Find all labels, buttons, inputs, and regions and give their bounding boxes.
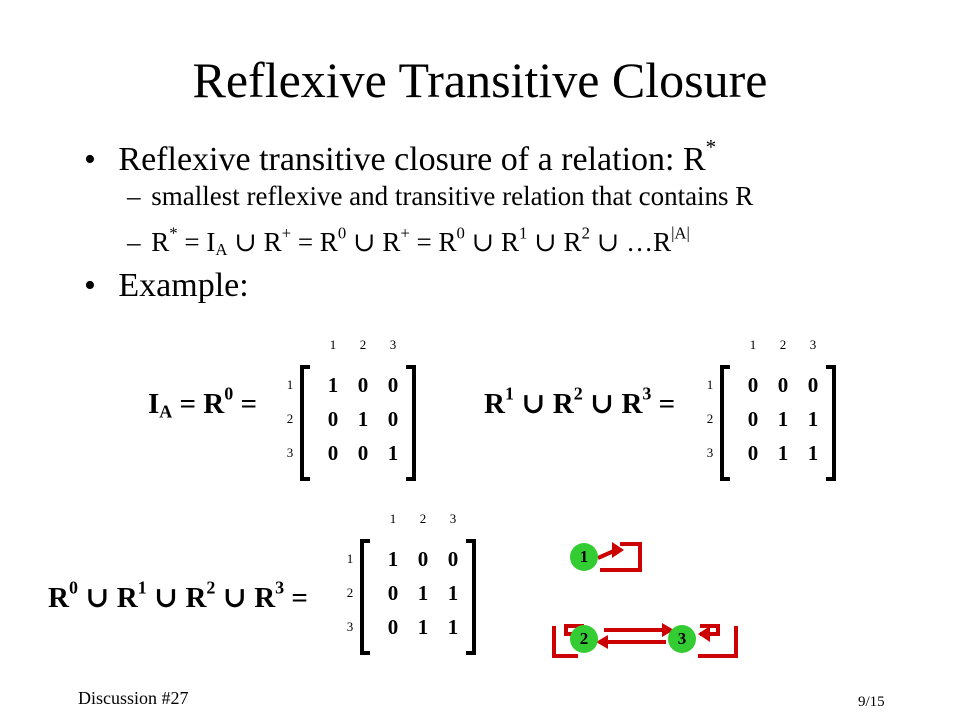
matrix-col-header: 3 <box>389 337 397 352</box>
sub-bullet-2: – R* = IA ∪ R+ = R0 ∪ R+ = R0 ∪ R1 ∪ R2 … <box>127 223 690 260</box>
sub-dash: – <box>127 181 141 211</box>
matrix-col-header: 3 <box>449 511 457 526</box>
graph-node-1: 1 <box>570 543 598 571</box>
formula: R* = IA ∪ R+ = R0 ∪ R+ = R0 ∪ R1 ∪ R2 ∪ … <box>151 223 690 260</box>
matrix-cell: 0 <box>327 407 339 431</box>
bullet-2-text: Example: <box>118 267 249 304</box>
matrix-col-header: 1 <box>749 337 757 352</box>
matrix-col-header: 1 <box>389 511 397 526</box>
matrix-col-header: 2 <box>359 337 367 352</box>
graph-node-3: 3 <box>668 625 696 653</box>
relation-graph <box>552 542 738 658</box>
matrix-row-header: 1 <box>286 377 294 392</box>
matrix-left-bracket <box>720 365 730 481</box>
r0123-label: R0 ∪ R1 ∪ R2 ∪ R3 = <box>48 577 308 614</box>
matrix-right-bracket <box>466 539 476 655</box>
slide-number: 9/15 <box>858 694 885 710</box>
matrix-cell: 0 <box>417 547 429 571</box>
matrix-right-bracket <box>406 365 416 481</box>
matrix-row-header: 3 <box>346 619 354 634</box>
arrowhead <box>596 635 608 649</box>
matrix-cell: 0 <box>747 373 759 397</box>
bullet-glyph: • <box>84 141 96 178</box>
matrix-cell: 1 <box>777 407 789 431</box>
matrix-cell: 0 <box>807 373 819 397</box>
sub-bullet-1-text: smallest reflexive and transitive relati… <box>151 181 754 211</box>
matrix-left-bracket <box>360 539 370 655</box>
matrix-left-bracket <box>300 365 310 481</box>
bullet-1-sup: * <box>705 135 717 160</box>
matrix-cell: 0 <box>357 441 369 465</box>
matrix-row-header: 1 <box>346 551 354 566</box>
page-title: Reflexive Transitive Closure <box>192 52 768 108</box>
matrix-cell: 1 <box>777 441 789 465</box>
matrix-row-header: 2 <box>706 411 714 426</box>
matrix-row-header: 2 <box>346 585 354 600</box>
graph-node-2: 2 <box>570 625 598 653</box>
matrix-cell: 1 <box>447 581 459 605</box>
matrix-cell: 1 <box>417 615 429 639</box>
matrix-col-header: 2 <box>779 337 787 352</box>
bullet-glyph: • <box>84 267 96 304</box>
arrowhead <box>698 626 710 642</box>
matrix-row-header: 1 <box>706 377 714 392</box>
arrowhead <box>662 623 674 637</box>
identity-label: IA = R0 = <box>148 383 258 422</box>
matrix-row-header: 3 <box>286 445 294 460</box>
footer-course: Discussion #27 <box>78 688 189 708</box>
bullet-1: • Reflexive transitive closure of a rela… <box>84 137 716 180</box>
bullet-2: • Example: <box>84 266 249 306</box>
bullet-1-text: Reflexive transitive closure of a relati… <box>118 141 706 178</box>
sub-dash: – <box>127 227 141 257</box>
matrix-cell: 1 <box>807 441 819 465</box>
matrix-col-header: 3 <box>809 337 817 352</box>
matrix-col-header: 2 <box>419 511 427 526</box>
sub-bullet-1: – smallest reflexive and transitive rela… <box>127 180 753 212</box>
matrix-cell: 0 <box>747 407 759 431</box>
matrix-cell: 1 <box>387 547 399 571</box>
matrix-cell: 1 <box>357 407 369 431</box>
matrix-col-header: 1 <box>329 337 337 352</box>
self-loop-1 <box>600 542 642 572</box>
matrix-cell: 0 <box>357 373 369 397</box>
matrix-right-bracket <box>826 365 836 481</box>
matrix-cell: 0 <box>387 581 399 605</box>
arrowhead <box>612 542 624 558</box>
matrix-cell: 0 <box>387 407 399 431</box>
matrix-cell: 1 <box>447 615 459 639</box>
r123-label: R1 ∪ R2 ∪ R3 = <box>484 383 676 420</box>
self-loop-3 <box>698 626 738 658</box>
matrix-cell: 1 <box>807 407 819 431</box>
matrix-cell: 1 <box>417 581 429 605</box>
matrix-cell: 0 <box>387 615 399 639</box>
matrix-cell: 1 <box>387 441 399 465</box>
matrix-row-header: 2 <box>286 411 294 426</box>
matrix-cell: 0 <box>747 441 759 465</box>
matrix-cell: 0 <box>327 441 339 465</box>
matrix-cell: 1 <box>327 373 339 397</box>
matrix-cell: 0 <box>447 547 459 571</box>
matrix-cell: 0 <box>777 373 789 397</box>
self-loop-2-line <box>552 626 578 658</box>
matrix-cell: 0 <box>387 373 399 397</box>
matrix-row-header: 3 <box>706 445 714 460</box>
